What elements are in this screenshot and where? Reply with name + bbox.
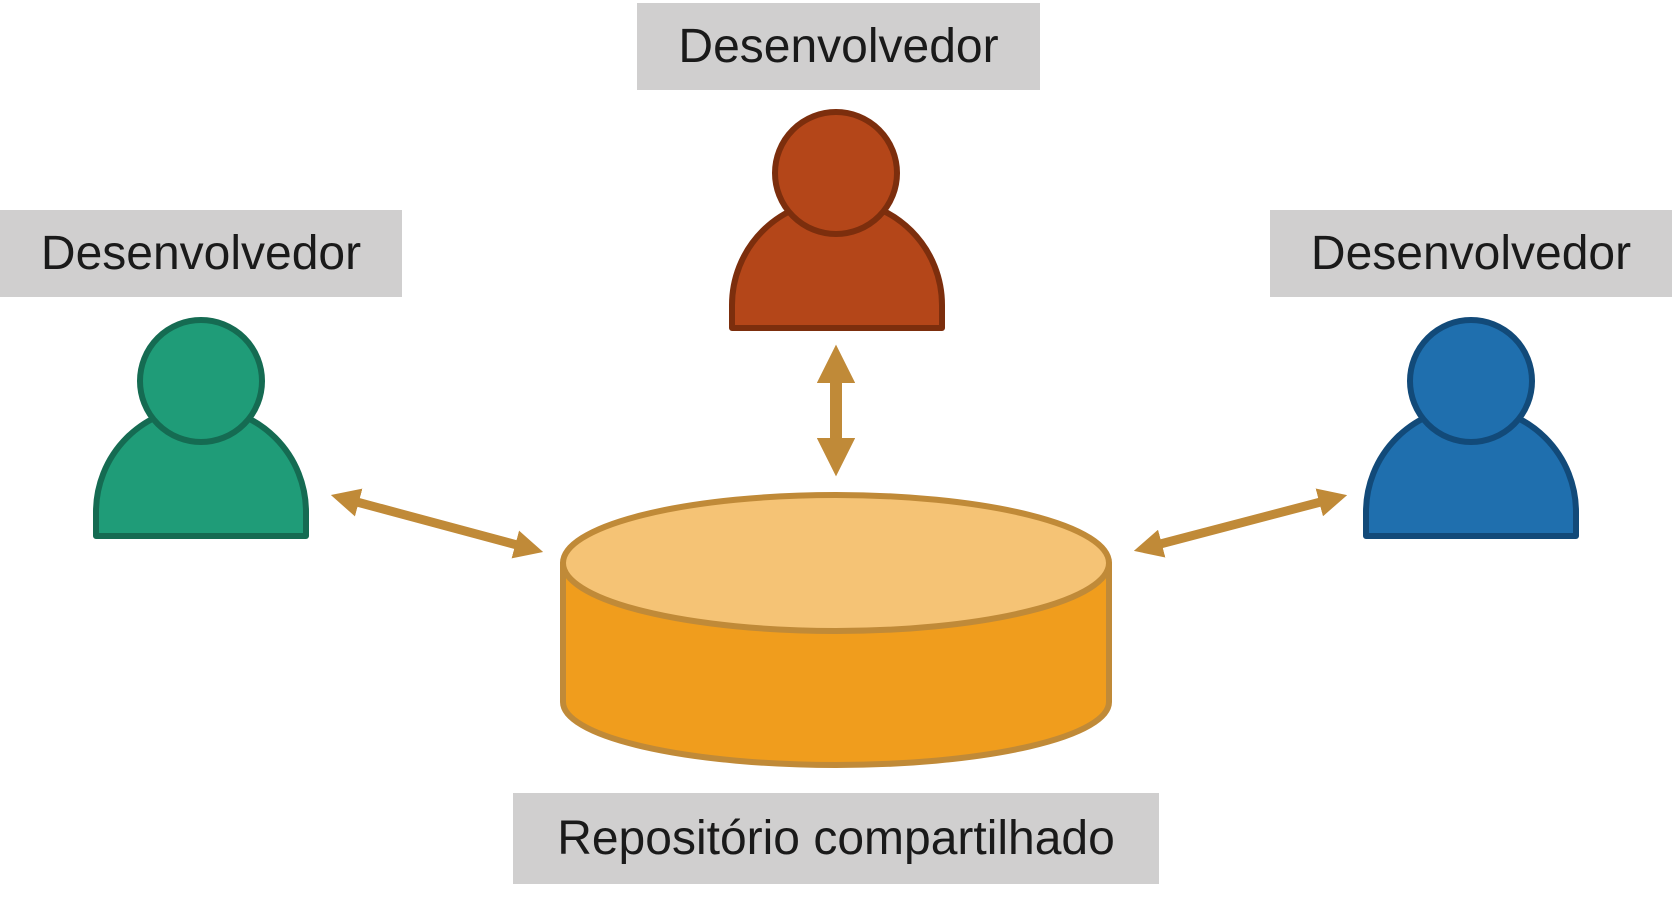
- repository-cylinder-icon: [560, 492, 1112, 768]
- developer-top-label: Desenvolvedor: [637, 3, 1040, 90]
- developer-top-icon: [729, 109, 945, 331]
- arrow-left-repository: [330, 488, 544, 559]
- developer-right-label: Desenvolvedor: [1270, 210, 1672, 297]
- developer-right-icon: [1363, 317, 1579, 539]
- developer-left-label: Desenvolvedor: [0, 210, 402, 297]
- arrow-right-repository: [1133, 488, 1348, 558]
- repository-label: Repositório compartilhado: [513, 793, 1159, 884]
- developer-left-icon: [93, 317, 309, 539]
